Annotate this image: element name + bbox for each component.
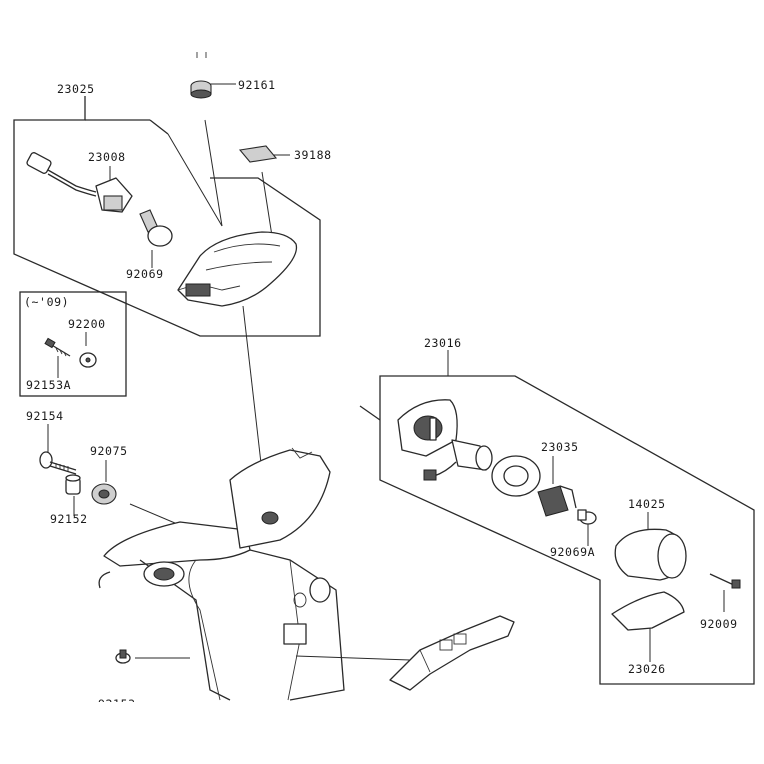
label-23035: 23035	[541, 440, 579, 454]
label-92152: 92152	[50, 512, 88, 526]
cover-23026-drawing	[611, 591, 685, 631]
scan-artifact	[196, 52, 207, 58]
damper-92075-drawing	[91, 483, 117, 505]
leader-lines	[47, 83, 725, 662]
group-23025-outline	[13, 96, 321, 337]
lamp-base-drawing	[397, 399, 458, 457]
lamp-holder-drawing	[491, 455, 541, 497]
label-23025: 23025	[57, 82, 95, 96]
part-labels: 23025 92161 23008 39188 92069 (~'09) 922…	[24, 78, 738, 711]
socket-23008-drawing	[26, 152, 133, 213]
tail-light-housing-drawing	[177, 231, 298, 307]
grommet-92161-drawing	[190, 80, 212, 99]
group-23016-outline	[359, 375, 755, 685]
label-92075: 92075	[90, 444, 128, 458]
bottom-crop	[0, 702, 764, 764]
lamp-socket-drawing	[423, 439, 493, 481]
label-39188: 39188	[294, 148, 332, 162]
washer-92200-drawing	[79, 352, 97, 368]
collar-92152-drawing	[65, 474, 81, 495]
label-23008: 23008	[88, 150, 126, 164]
license-bracket-drawing	[389, 615, 515, 691]
label-23026: 23026	[628, 662, 666, 676]
screw-92153A-drawing	[44, 337, 71, 357]
bulb-92069-drawing	[139, 209, 173, 247]
label-23016: 23016	[424, 336, 462, 350]
bolt-92153-drawing	[115, 649, 131, 664]
label-92154: 92154	[26, 409, 64, 423]
label-92009: 92009	[700, 617, 738, 631]
screw-92009-drawing	[709, 573, 741, 589]
early-model-box	[19, 291, 127, 397]
label-note-09: (~'09)	[24, 295, 69, 309]
label-92200: 92200	[68, 317, 106, 331]
label-92069: 92069	[126, 267, 164, 281]
bolt-92154-drawing	[39, 451, 77, 475]
bulb-92069A-drawing	[577, 509, 597, 525]
label-14025: 14025	[628, 497, 666, 511]
label-92069A: 92069A	[550, 545, 595, 559]
label-92153A: 92153A	[26, 378, 71, 392]
bracket-23035-drawing	[537, 485, 577, 517]
rear-fender-drawing	[98, 447, 345, 701]
label-92161: 92161	[238, 78, 276, 92]
pad-39188-drawing	[238, 145, 278, 163]
lens-14025-drawing	[614, 528, 687, 581]
